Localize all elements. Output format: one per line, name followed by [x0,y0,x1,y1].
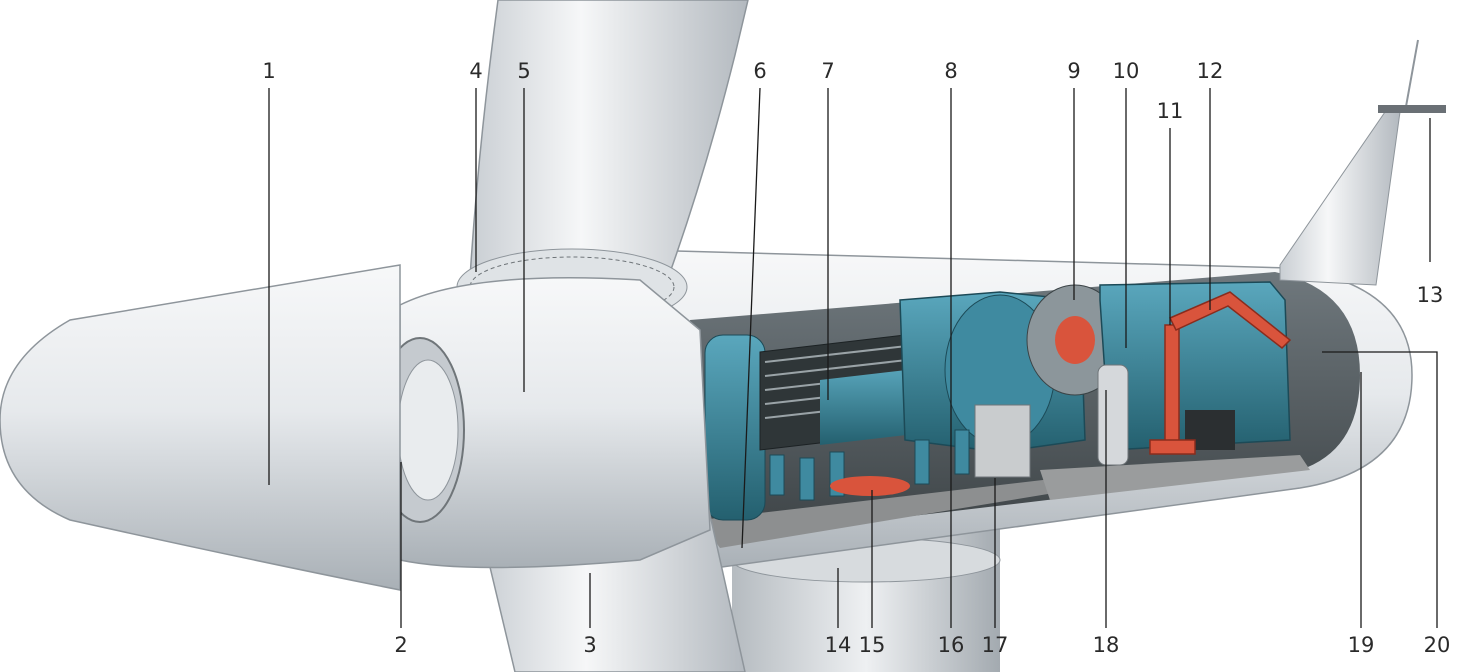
service-crane [1149,291,1292,455]
callout-15: 15 [859,633,886,657]
leader-lines [268,87,1438,628]
callout-8: 8 [944,59,957,83]
callout-labels: 1 4 5 6 7 8 9 10 11 12 13 2 3 14 15 16 1… [262,59,1450,657]
callout-19: 19 [1348,633,1375,657]
callout-13: 13 [1417,283,1444,307]
callout-5: 5 [517,59,530,83]
brake-disc [1026,284,1124,396]
callout-1: 1 [262,59,275,83]
callout-4: 4 [469,59,482,83]
callout-11: 11 [1157,99,1184,123]
callout-10: 10 [1113,59,1140,83]
callout-17: 17 [982,633,1009,657]
rotor-hub [375,277,711,569]
callout-3: 3 [583,633,596,657]
callout-20: 20 [1424,633,1451,657]
leader-20 [1322,351,1438,628]
callout-14: 14 [825,633,852,657]
callout-6: 6 [753,59,766,83]
callout-18: 18 [1093,633,1120,657]
callout-12: 12 [1197,59,1224,83]
callout-2: 2 [394,633,407,657]
callout-16: 16 [938,633,965,657]
callout-7: 7 [821,59,834,83]
generator [1099,281,1291,451]
leader-6 [741,87,761,549]
callout-9: 9 [1067,59,1080,83]
spinner-nose-cone [0,264,401,591]
met-mast [1279,39,1446,286]
